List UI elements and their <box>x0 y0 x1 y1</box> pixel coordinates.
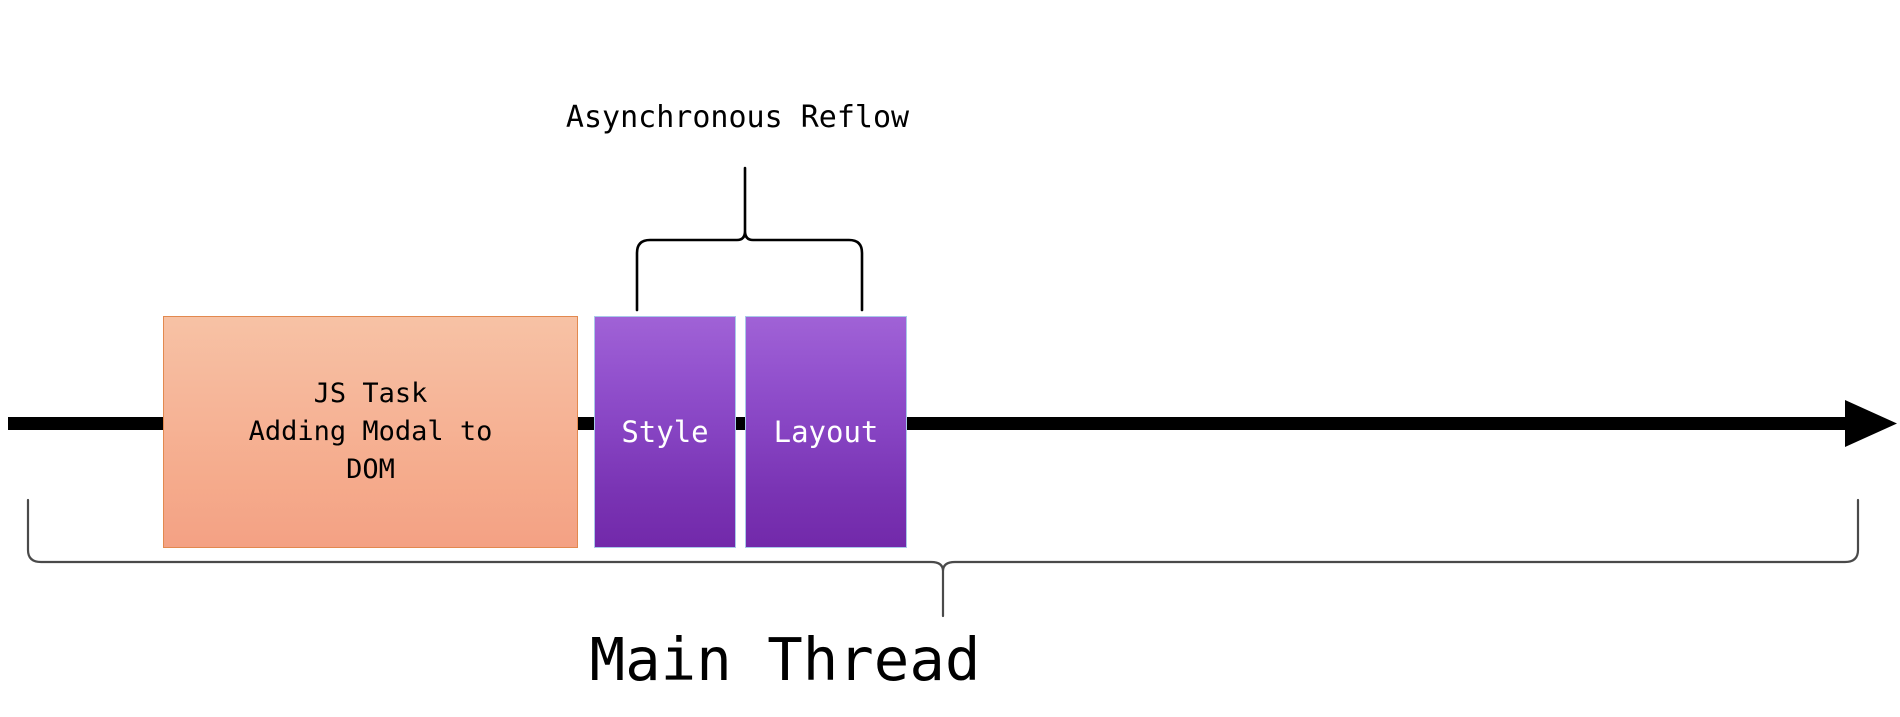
js-task-label: JS Task Adding Modal to DOM <box>248 378 493 485</box>
timeline-arrowhead-icon <box>1845 400 1897 447</box>
async-reflow-brace <box>635 166 864 312</box>
js-task-block[interactable]: JS Task Adding Modal to DOM <box>163 316 578 548</box>
layout-label: Layout <box>773 415 879 449</box>
style-label: Style <box>621 415 709 449</box>
async-reflow-title: Asynchronous Reflow <box>565 100 910 135</box>
style-block[interactable]: Style <box>594 316 736 548</box>
layout-block[interactable]: Layout <box>745 316 907 548</box>
main-thread-title: Main Thread <box>589 625 981 694</box>
